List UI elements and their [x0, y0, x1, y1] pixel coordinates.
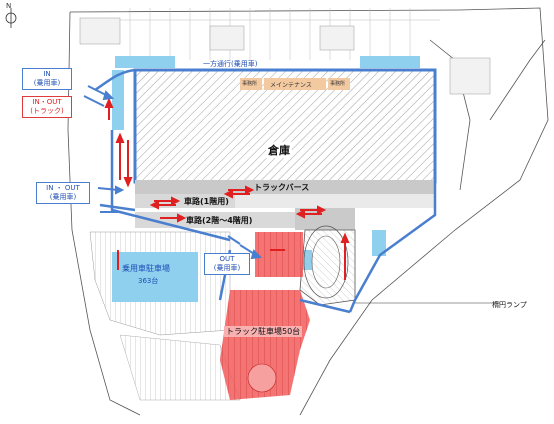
- car-parking-area: [112, 252, 198, 302]
- inout-truck-callout: IN・OUT (トラック): [22, 96, 72, 118]
- maintenance-label: メインテナンス: [270, 82, 312, 89]
- out-car-sub: (乗用車): [213, 264, 241, 272]
- car-parking-label: 乗用車駐車場: [122, 264, 170, 273]
- compass-label: N: [6, 2, 12, 10]
- in-car-title: IN: [43, 70, 51, 78]
- inout-truck-title: IN・OUT: [32, 98, 62, 106]
- oval-ramp-label: 楕円ランプ: [492, 301, 527, 309]
- car-flow-arrows: [83, 85, 263, 260]
- lane-2-4f-band: [135, 212, 295, 228]
- inout-car-sub: (乗用車): [49, 193, 77, 201]
- in-car-sub: (乗用車): [33, 79, 61, 87]
- out-car-callout: OUT (乗用車): [204, 253, 250, 275]
- one-way-label: 一方通行(乗用車): [203, 60, 258, 68]
- lane-2-4f-label: 車路(2階～4階用): [186, 216, 253, 225]
- inout-truck-sub: (トラック): [30, 107, 64, 115]
- truck-parking-label: トラック駐車場50台: [224, 326, 303, 337]
- right-parking-strip: [372, 230, 386, 256]
- office-right-room: [328, 78, 350, 90]
- truck-berth-label: トラックバース: [254, 183, 310, 192]
- traffic-route: [94, 68, 437, 314]
- compass-icon: [5, 8, 17, 28]
- traffic-arrows: [104, 97, 350, 280]
- left-parking-strip: [112, 70, 124, 130]
- office-left-room: [240, 78, 262, 90]
- column-grid: [120, 8, 440, 60]
- truck-parking-area: [220, 232, 310, 400]
- oval-ramp-drawing: [299, 225, 356, 306]
- office-right-label: 事務所: [330, 81, 346, 87]
- lane-1f-label: 車路(1階用): [184, 197, 229, 206]
- truck-berth-band: [135, 180, 435, 194]
- warehouse-label: 倉庫: [266, 142, 292, 158]
- maintenance-room: [264, 78, 326, 90]
- car-parking-count: 363台: [138, 277, 159, 285]
- office-left-label: 事務所: [242, 81, 258, 87]
- out-car-title: OUT: [219, 255, 235, 263]
- drawing-notes: [79, 17, 491, 95]
- top-parking-strip: [115, 56, 175, 68]
- inout-car-callout: IN ・ OUT (乗用車): [36, 182, 90, 204]
- inout-car-title: IN ・ OUT: [46, 184, 80, 192]
- in-car-callout: IN (乗用車): [22, 68, 72, 90]
